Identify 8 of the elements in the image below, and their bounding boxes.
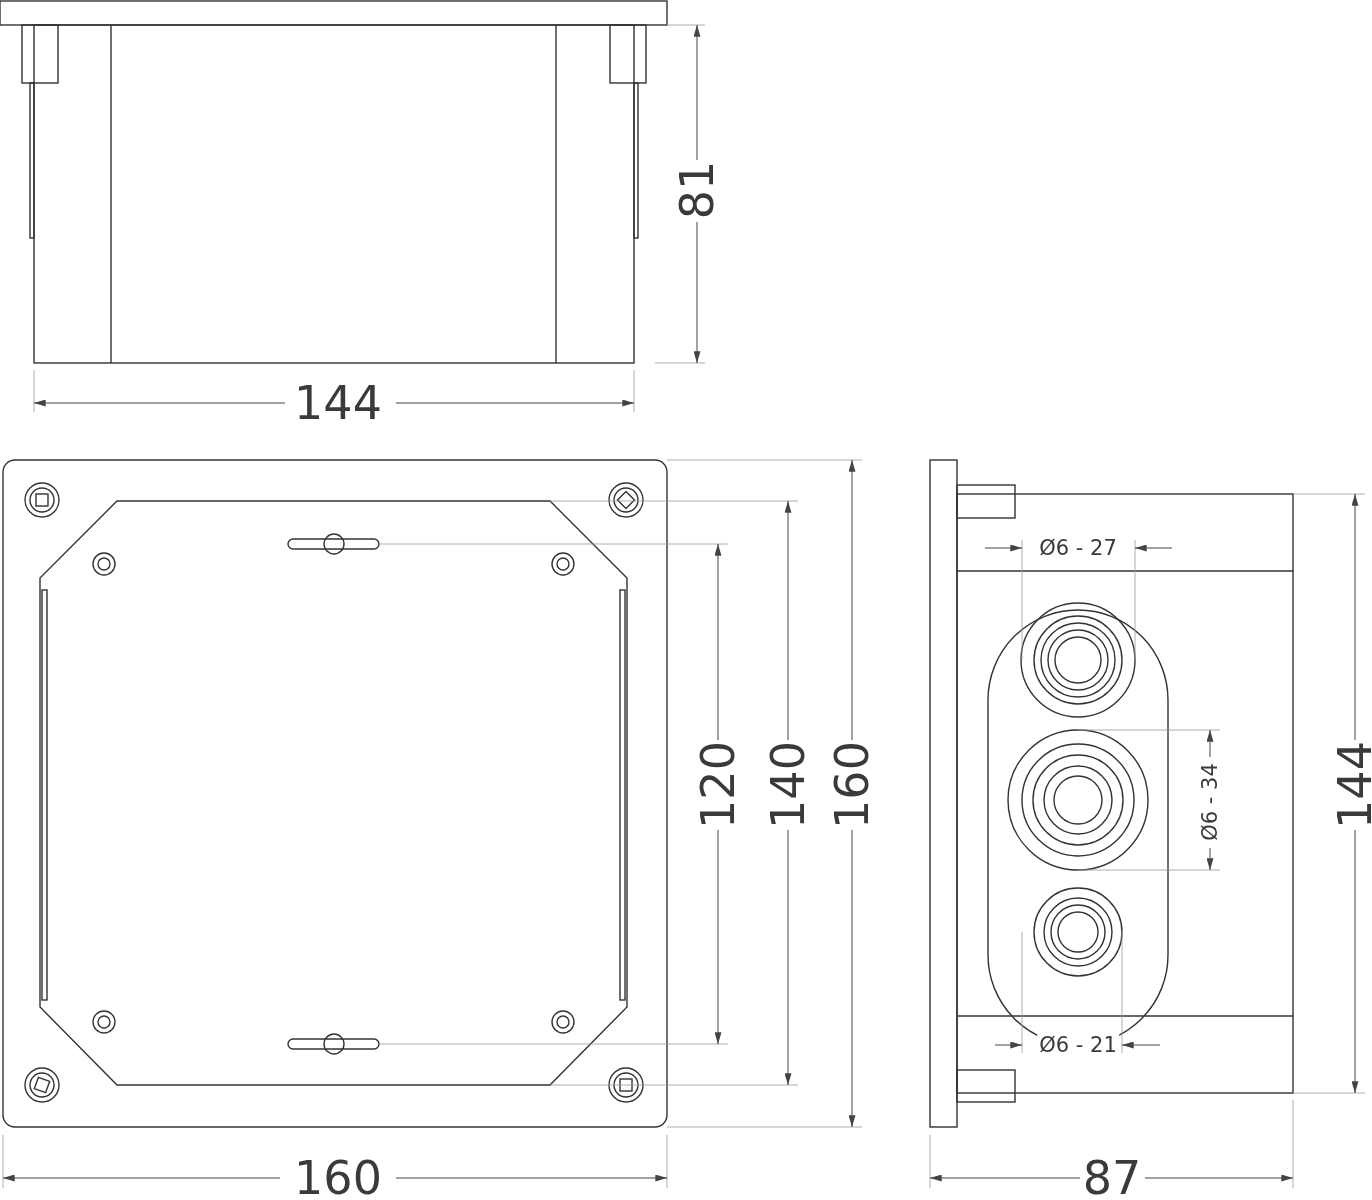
dimension-label: 160 (294, 1155, 382, 1200)
dimension-label: 140 (765, 741, 811, 829)
dimension-label: 144 (294, 380, 382, 426)
dimension-label: 81 (674, 160, 720, 220)
dimension-label: 144 (1332, 741, 1372, 829)
dimension-label: 160 (829, 741, 875, 829)
dimension-label: 120 (695, 741, 741, 829)
dimension-label: 87 (1082, 1155, 1142, 1200)
